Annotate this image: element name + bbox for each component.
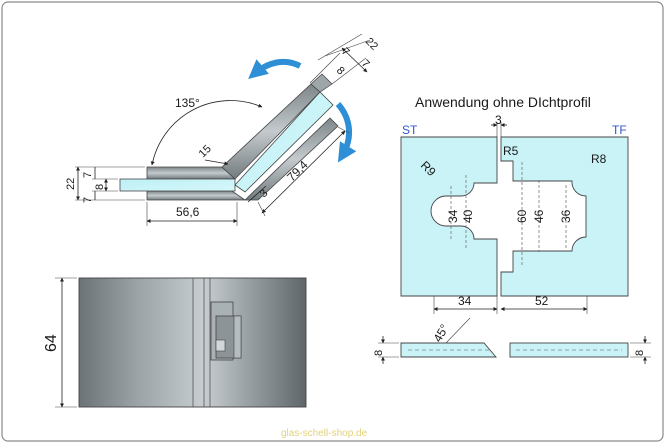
rotate-arrow-up [248, 58, 302, 79]
label-st: ST [402, 123, 418, 137]
hinge-front-view: 64 [43, 277, 307, 408]
edge-view: 45° 8 8 [373, 317, 651, 364]
dim-7-left-a: 7 [82, 172, 94, 178]
angle-label: 135° [175, 96, 200, 110]
label-r5: R5 [503, 144, 519, 158]
dim-8-top: 8 [334, 65, 347, 78]
dim-15: 15 [197, 143, 214, 160]
angle-45: 45° [430, 322, 451, 345]
dim-7-left-b: 7 [82, 197, 94, 203]
tf-glass-panel [500, 136, 629, 297]
dim-46: 46 [532, 209, 546, 223]
dim-7-top-a: 7 [339, 46, 352, 59]
section-view: Anwendung ohne DIchtprofil ST TF 3 R9 R5… [400, 94, 629, 314]
dim-gap-3: 3 [495, 113, 502, 127]
dim-34-horizontal: 34 [458, 294, 472, 308]
dim-56-6: 56,6 [176, 205, 200, 219]
dim-22-left: 22 [65, 178, 77, 190]
dim-22-top: 22 [363, 36, 380, 53]
dim-64: 64 [43, 334, 60, 352]
label-tf: TF [612, 123, 627, 137]
dim-52: 52 [535, 294, 549, 308]
dim-8-edge-right: 8 [634, 350, 646, 356]
dim-34-vertical: 34 [446, 209, 460, 223]
hinge-plan-view: 135° 22 7 8 7 56,6 15 3 79,4 [65, 33, 380, 226]
left-glass [119, 178, 236, 192]
section-title: Anwendung ohne DIchtprofil [415, 94, 591, 110]
dim-8-edge-left: 8 [373, 350, 385, 356]
dim-60: 60 [515, 209, 529, 223]
dim-40: 40 [461, 209, 475, 223]
angle-arc [150, 100, 263, 166]
dim-36: 36 [559, 209, 573, 223]
dim-8-left: 8 [94, 184, 106, 190]
st-glass-panel [400, 136, 498, 297]
dim-7-top-b: 7 [359, 58, 372, 71]
st-edge-glass [400, 342, 497, 358]
label-r8: R8 [591, 152, 607, 166]
website-watermark[interactable]: glas-schell-shop.de [281, 428, 368, 439]
